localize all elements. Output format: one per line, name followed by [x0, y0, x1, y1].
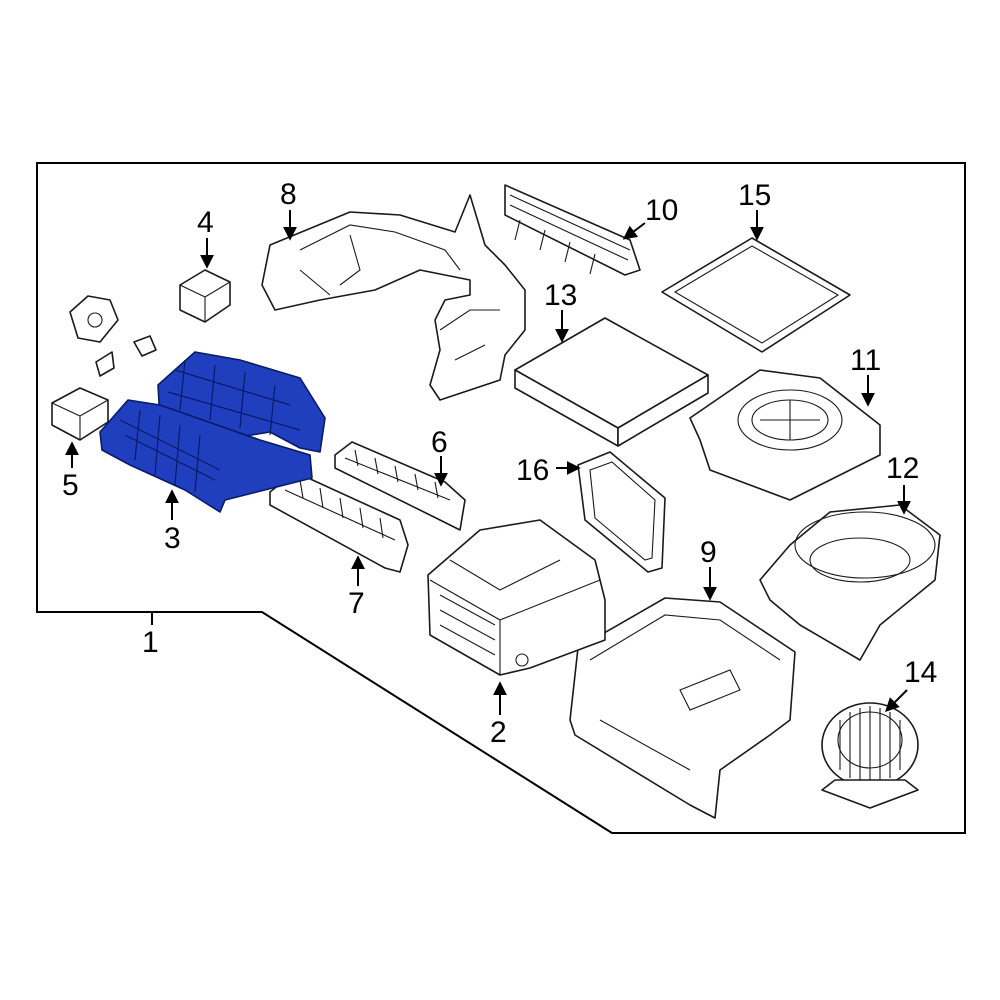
part-7-lower-duct[interactable] [269, 471, 409, 573]
part-12-blower-lower[interactable] [759, 504, 941, 661]
callout-8: 8 [280, 178, 297, 211]
callout-4: 4 [197, 206, 214, 239]
part-6-upper-duct[interactable] [334, 441, 466, 531]
callout-16: 16 [516, 454, 549, 487]
callout-7: 7 [348, 587, 365, 620]
part-10-door-bar[interactable] [504, 184, 641, 276]
part-2-evaporator-housing[interactable] [427, 519, 606, 676]
part-11-blower-case[interactable] [689, 369, 881, 501]
part-4-actuator[interactable] [179, 269, 231, 323]
part-9-lower-case[interactable] [569, 597, 796, 819]
part-13-cabin-filter[interactable] [514, 317, 709, 447]
callout-11: 11 [850, 344, 881, 377]
callout-labels: 1 2 3 4 5 6 7 8 9 10 11 12 13 14 15 16 [62, 178, 937, 749]
part-3-distribution-duct[interactable] [99, 351, 326, 513]
callout-3: 3 [164, 522, 181, 555]
callout-5: 5 [62, 469, 79, 502]
callout-14: 14 [904, 656, 937, 689]
part-8-upper-housing[interactable] [261, 194, 526, 401]
callout-2: 2 [490, 716, 507, 749]
assembly-boundary [36, 162, 966, 834]
part-16-seal-gasket[interactable] [577, 451, 666, 573]
callout-9: 9 [700, 536, 717, 569]
callout-1: 1 [142, 626, 159, 659]
callout-15: 15 [738, 179, 771, 212]
part-15-filter-frame[interactable] [661, 237, 851, 353]
leader-lines [65, 210, 911, 715]
callout-12: 12 [886, 452, 919, 485]
callout-6: 6 [431, 426, 448, 459]
part-14-blower-motor[interactable] [821, 702, 919, 809]
callout-13: 13 [544, 279, 577, 312]
small-brackets [69, 295, 157, 377]
callout-10: 10 [645, 194, 678, 227]
